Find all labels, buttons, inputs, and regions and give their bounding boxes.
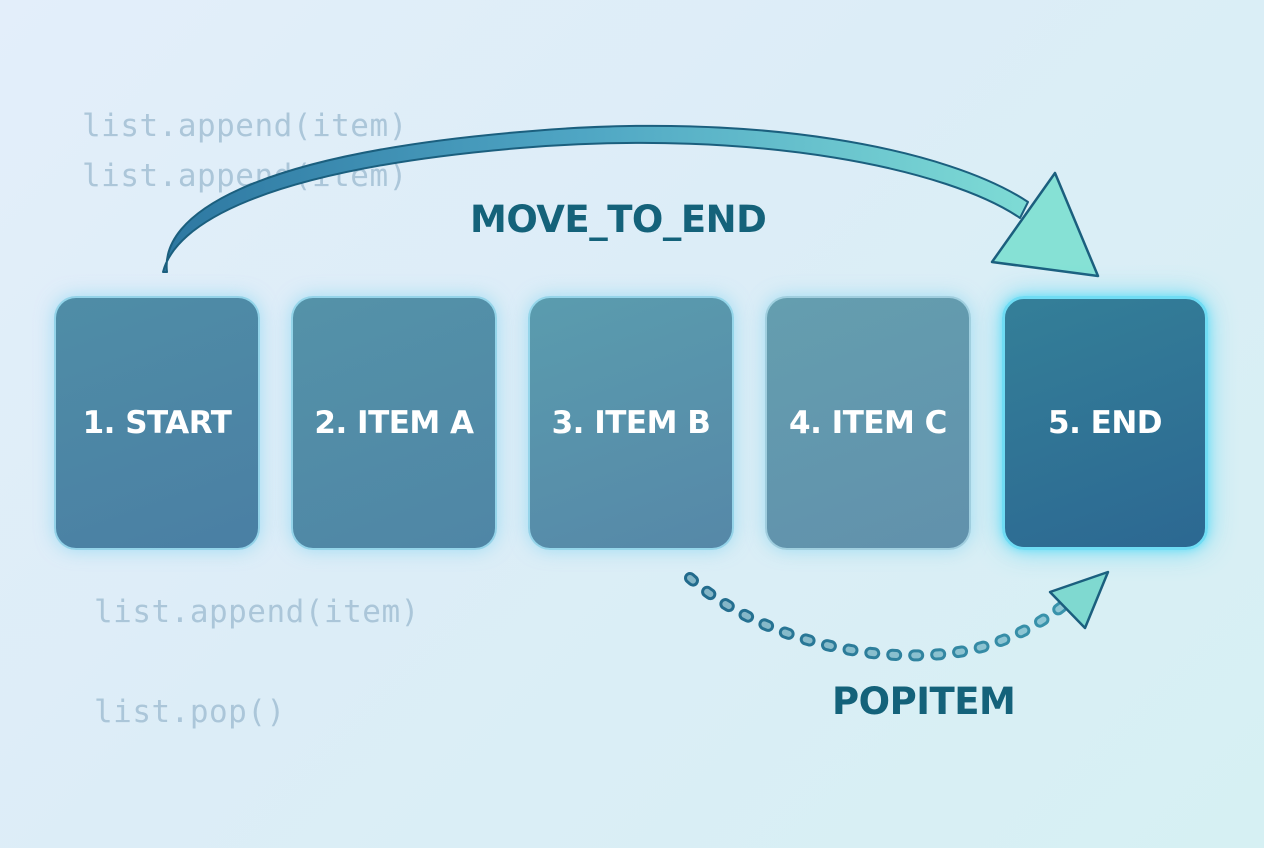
node-label: 3. ITEM B	[551, 405, 711, 441]
node-label: 5. END	[1048, 405, 1163, 441]
list-node-item-c: 4. ITEM C	[765, 296, 971, 550]
move-to-end-arrow	[162, 124, 1029, 273]
popitem-arrowhead	[1048, 570, 1110, 630]
list-node-start: 1. START	[54, 296, 260, 550]
node-label: 2. ITEM A	[314, 405, 474, 441]
node-label: 1. START	[82, 405, 232, 441]
list-node-end: 5. END	[1002, 296, 1208, 550]
list-node-item-b: 3. ITEM B	[528, 296, 734, 550]
list-node-item-a: 2. ITEM A	[291, 296, 497, 550]
code-snippet-append-1: list.append(item)	[82, 108, 408, 144]
popitem-arrow-highlight	[687, 575, 1071, 659]
move-to-end-label: MOVE_TO_END	[470, 198, 767, 241]
node-label: 4. ITEM C	[789, 405, 947, 441]
popitem-label: POPITEM	[832, 680, 1016, 723]
code-snippet-append-3: list.append(item)	[94, 594, 420, 630]
code-snippet-pop: list.pop()	[94, 694, 286, 730]
move-to-end-arrowhead	[990, 171, 1100, 278]
